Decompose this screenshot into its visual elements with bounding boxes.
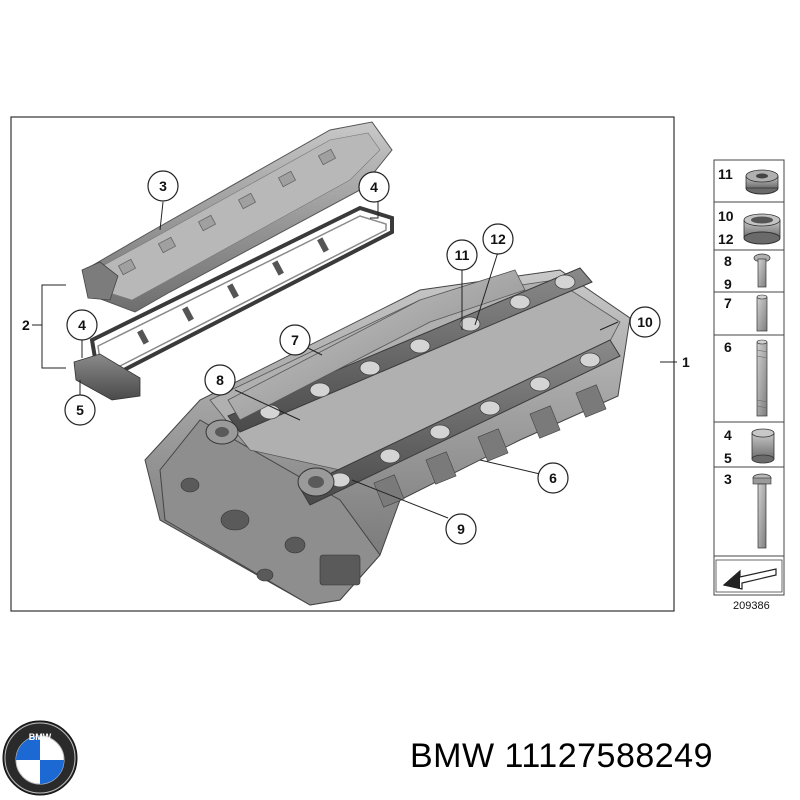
callout-9: 9 [445, 513, 477, 545]
legend-row-10-num: 10 [718, 208, 734, 224]
svg-text:11: 11 [455, 247, 470, 263]
callout-12: 12 [482, 223, 514, 255]
callout-1: 1 [682, 354, 690, 370]
cylinder-head [144, 267, 631, 606]
svg-text:6: 6 [549, 470, 557, 486]
callout-5: 5 [64, 394, 96, 426]
gasket-frame-part [73, 205, 394, 401]
long-stud-icon [756, 339, 768, 417]
main-frame [10, 116, 675, 612]
small-bolt-icon [753, 253, 771, 288]
cover-strip-part [81, 121, 393, 313]
callout-4-top: 4 [358, 171, 390, 203]
svg-text:5: 5 [76, 402, 84, 418]
svg-text:8: 8 [216, 372, 224, 388]
callout-4-left: 4 [66, 309, 98, 341]
legend-row-9-num: 9 [724, 276, 732, 292]
callout-11: 11 [446, 239, 478, 271]
plug-icon [745, 169, 779, 195]
sleeve-icon [751, 428, 775, 464]
svg-text:9: 9 [457, 521, 465, 537]
part-number-label: BMW 11127588249 [410, 737, 713, 775]
callout-3: 3 [147, 170, 179, 202]
svg-text:3: 3 [159, 178, 167, 194]
legend-row-4-num: 4 [724, 427, 732, 443]
seal-cap-icon [743, 213, 781, 245]
stud-icon [756, 294, 768, 332]
diagram-reference-number: 209386 [733, 600, 770, 612]
leader-lines [32, 200, 677, 519]
long-bolt-icon [752, 473, 772, 549]
legend-row-11-num: 11 [718, 166, 733, 182]
bmw-roundel-icon: BMW [2, 720, 78, 796]
svg-text:4: 4 [370, 179, 378, 195]
direction-arrow-icon [715, 559, 783, 593]
roundel-letters: BMW [29, 732, 52, 742]
legend-row-7-num: 7 [724, 295, 732, 311]
svg-text:4: 4 [78, 317, 86, 333]
callout-6: 6 [537, 462, 569, 494]
legend-row-5-num: 5 [724, 450, 732, 466]
callout-7: 7 [279, 324, 311, 356]
svg-text:12: 12 [490, 231, 506, 247]
svg-text:10: 10 [637, 314, 653, 330]
callout-2: 2 [22, 317, 30, 333]
legend-row-8-num: 8 [724, 253, 732, 269]
parts-legend: 11 10 12 8 9 7 6 4 5 3 [713, 159, 785, 612]
legend-row-3-num: 3 [724, 471, 732, 487]
svg-text:7: 7 [291, 332, 299, 348]
callout-8: 8 [204, 364, 236, 396]
legend-row-6-num: 6 [724, 339, 732, 355]
legend-row-12-num: 12 [718, 231, 734, 247]
callout-10: 10 [629, 306, 661, 338]
